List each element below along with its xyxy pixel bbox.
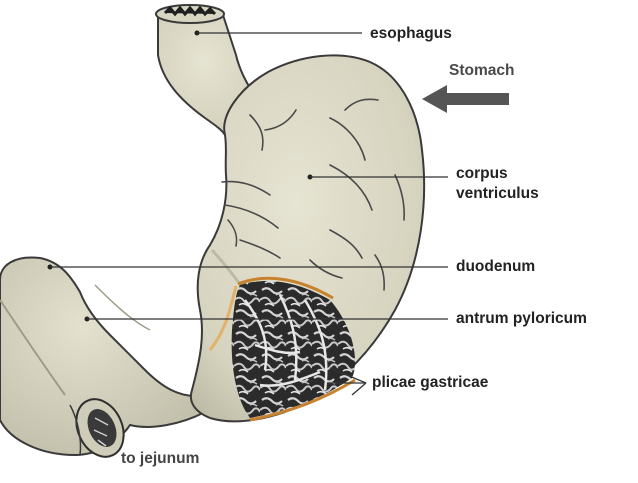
left-arrow-icon: [422, 85, 509, 113]
label-antrum-pyloricum: antrum pyloricum: [456, 310, 587, 327]
label-plicae-gastricae: plicae gastricae: [372, 374, 489, 391]
label-ventriculus: ventriculus: [456, 185, 539, 202]
label-to-jejunum: to jejunum: [121, 450, 199, 467]
leader-lines: [47, 30, 448, 396]
label-corpus: corpus: [456, 165, 508, 182]
plicae-gastricae-window: [208, 276, 356, 422]
title-stomach: Stomach: [449, 62, 514, 79]
label-duodenum: duodenum: [456, 258, 535, 275]
label-esophagus: esophagus: [370, 25, 452, 42]
jejunum-opening: [69, 398, 125, 458]
